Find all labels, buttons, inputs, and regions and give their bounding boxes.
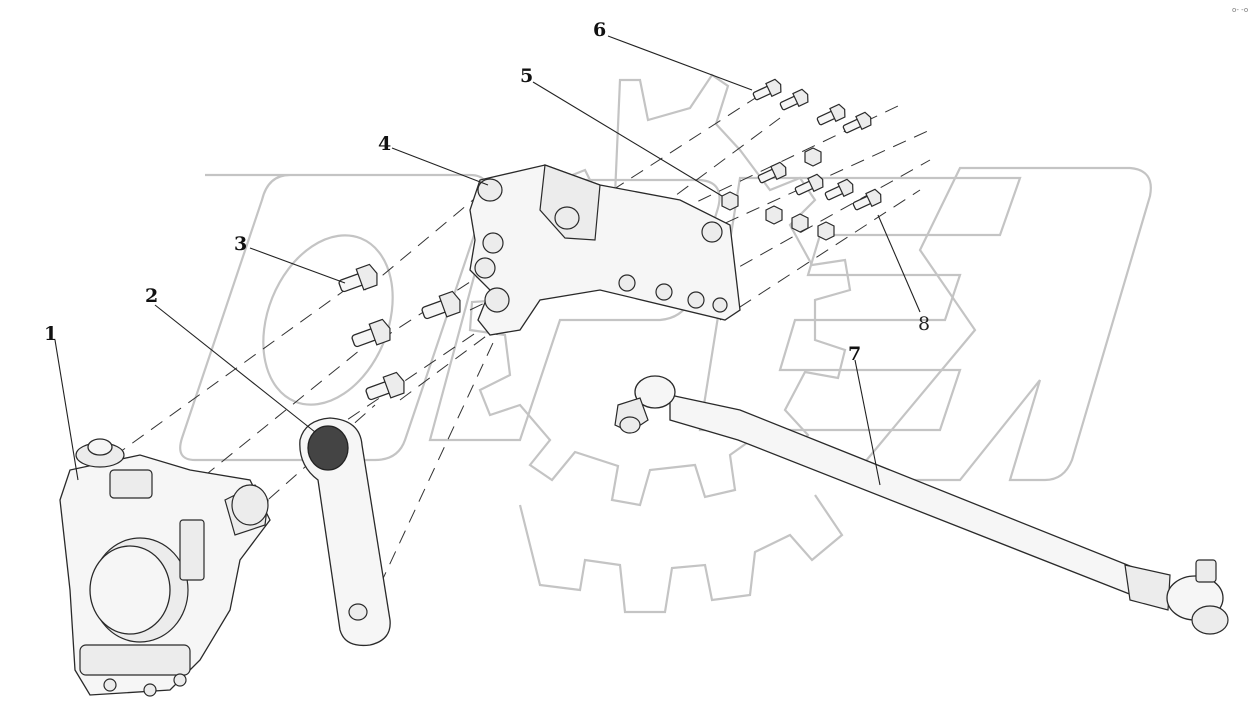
watermark-letter-o xyxy=(179,173,489,462)
mounting-bracket xyxy=(469,164,741,336)
callout-7: 7 xyxy=(848,343,861,365)
callout-6: 6 xyxy=(593,19,606,41)
corner-mark: o- -o xyxy=(1232,6,1248,14)
fasteners-right-group xyxy=(721,78,882,241)
callout-5: 5 xyxy=(520,65,533,87)
callout-4: 4 xyxy=(378,133,391,155)
callout-1: 1 xyxy=(44,323,57,345)
watermark-letter-e xyxy=(698,176,1022,432)
callout-labels: 1 2 3 4 5 6 7 8 xyxy=(44,19,930,365)
watermark-gear-lower xyxy=(518,494,844,614)
leader-lines xyxy=(54,35,921,486)
steering-gear-box xyxy=(59,438,271,697)
callout-3: 3 xyxy=(234,233,247,255)
pitman-arm xyxy=(299,417,391,647)
callout-8: 8 xyxy=(918,313,930,335)
callout-2: 2 xyxy=(145,285,158,307)
tie-rod xyxy=(614,375,1229,635)
watermark-letter-x xyxy=(847,166,1152,482)
bolts-left-group xyxy=(338,263,461,401)
